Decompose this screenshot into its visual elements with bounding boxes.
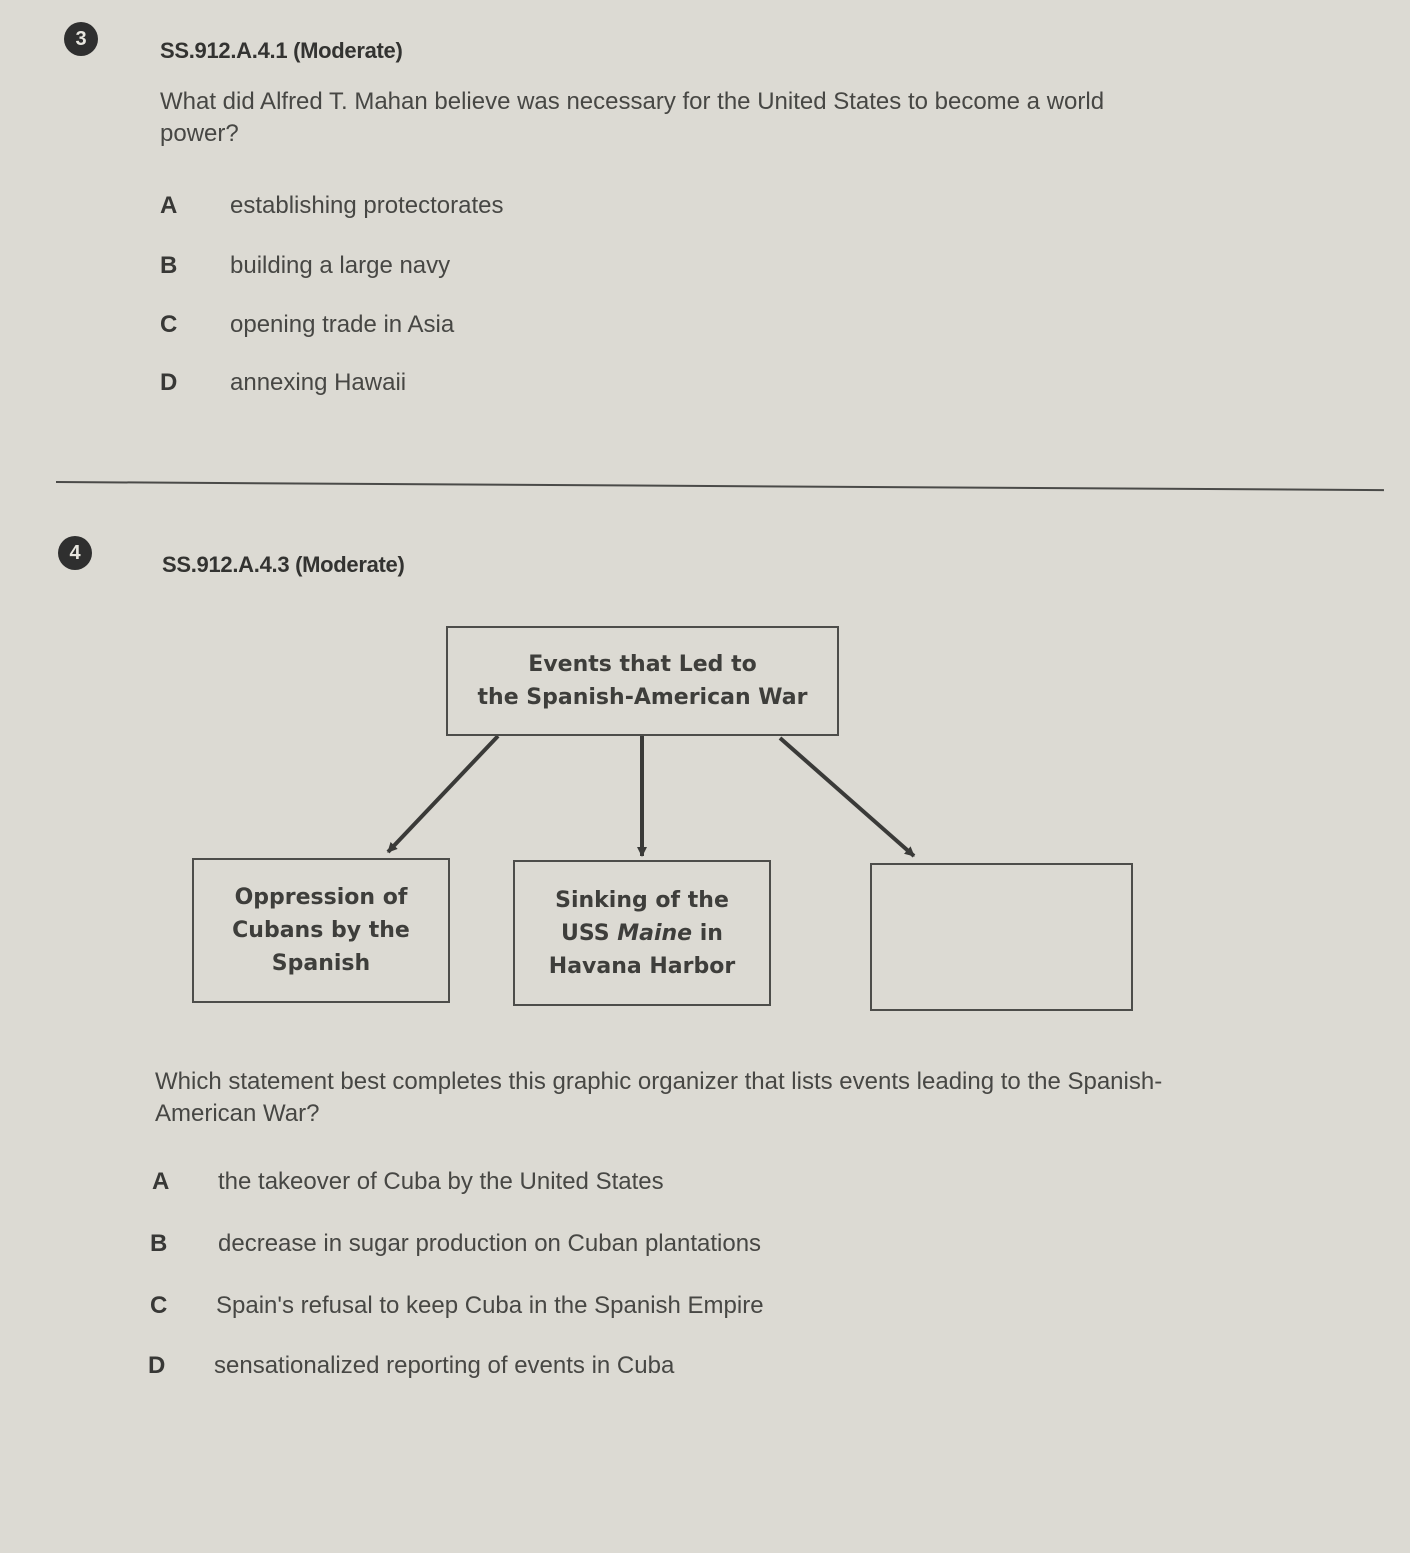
event-line: Cubans by the — [232, 918, 410, 943]
event-line: Oppression of — [234, 885, 408, 910]
question-number-badge: 4 — [58, 536, 92, 570]
choice-letter: B — [150, 1230, 168, 1257]
organizer-blank-box — [870, 863, 1133, 1011]
arrow-right — [778, 736, 916, 858]
choice-letter: B — [160, 252, 178, 279]
ship-name: Maine — [617, 920, 693, 946]
choice-letter: C — [150, 1292, 168, 1319]
organizer-event-box-1: Oppression of Cubans by the Spanish — [192, 858, 450, 1003]
event-line: Sinking of the — [555, 887, 729, 913]
question-standard: SS.912.A.4.3 (Moderate) — [162, 552, 405, 577]
choice-letter: A — [160, 192, 178, 219]
choice-text: decrease in sugar production on Cuban pl… — [218, 1230, 762, 1257]
choice-letter: C — [160, 311, 178, 338]
organizer-title-box: Events that Led to the Spanish-American … — [446, 626, 839, 736]
organizer-title-line: the Spanish-American War — [477, 685, 808, 710]
choice-letter: D — [160, 369, 178, 396]
choice-letter: A — [152, 1168, 170, 1195]
choice-letter: D — [148, 1352, 166, 1379]
organizer-title-line: Events that Led to — [528, 652, 757, 677]
choice-text: opening trade in Asia — [230, 311, 455, 338]
choice-text: sensationalized reporting of events in C… — [214, 1352, 675, 1379]
event-line: Spanish — [271, 951, 371, 976]
choice-text: annexing Hawaii — [230, 369, 407, 396]
event-line: Havana Harbor — [548, 953, 736, 979]
question-stem: What did Alfred T. Mahan believe was nec… — [160, 88, 1105, 147]
question-number-badge: 3 — [64, 22, 98, 56]
answer-choice-c[interactable]: C Spain's refusal to keep Cuba in the Spa… — [150, 1292, 764, 1320]
organizer-event-box-2: Sinking of the USS Maine in Havana Harbo… — [513, 860, 771, 1006]
event-line: USS Maine in — [549, 917, 735, 950]
question-stem: Which statement best completes this grap… — [155, 1068, 1163, 1127]
event-line-part: in — [692, 920, 723, 946]
arrow-left — [386, 734, 500, 854]
choice-text: building a large navy — [230, 252, 451, 279]
choice-text: establishing protectorates — [230, 192, 504, 219]
choice-text: Spain's refusal to keep Cuba in the Span… — [216, 1292, 764, 1319]
question-standard: SS.912.A.4.1 (Moderate) — [160, 38, 403, 63]
event-line-part: USS — [561, 920, 618, 946]
choice-text: the takeover of Cuba by the United State… — [218, 1168, 664, 1195]
